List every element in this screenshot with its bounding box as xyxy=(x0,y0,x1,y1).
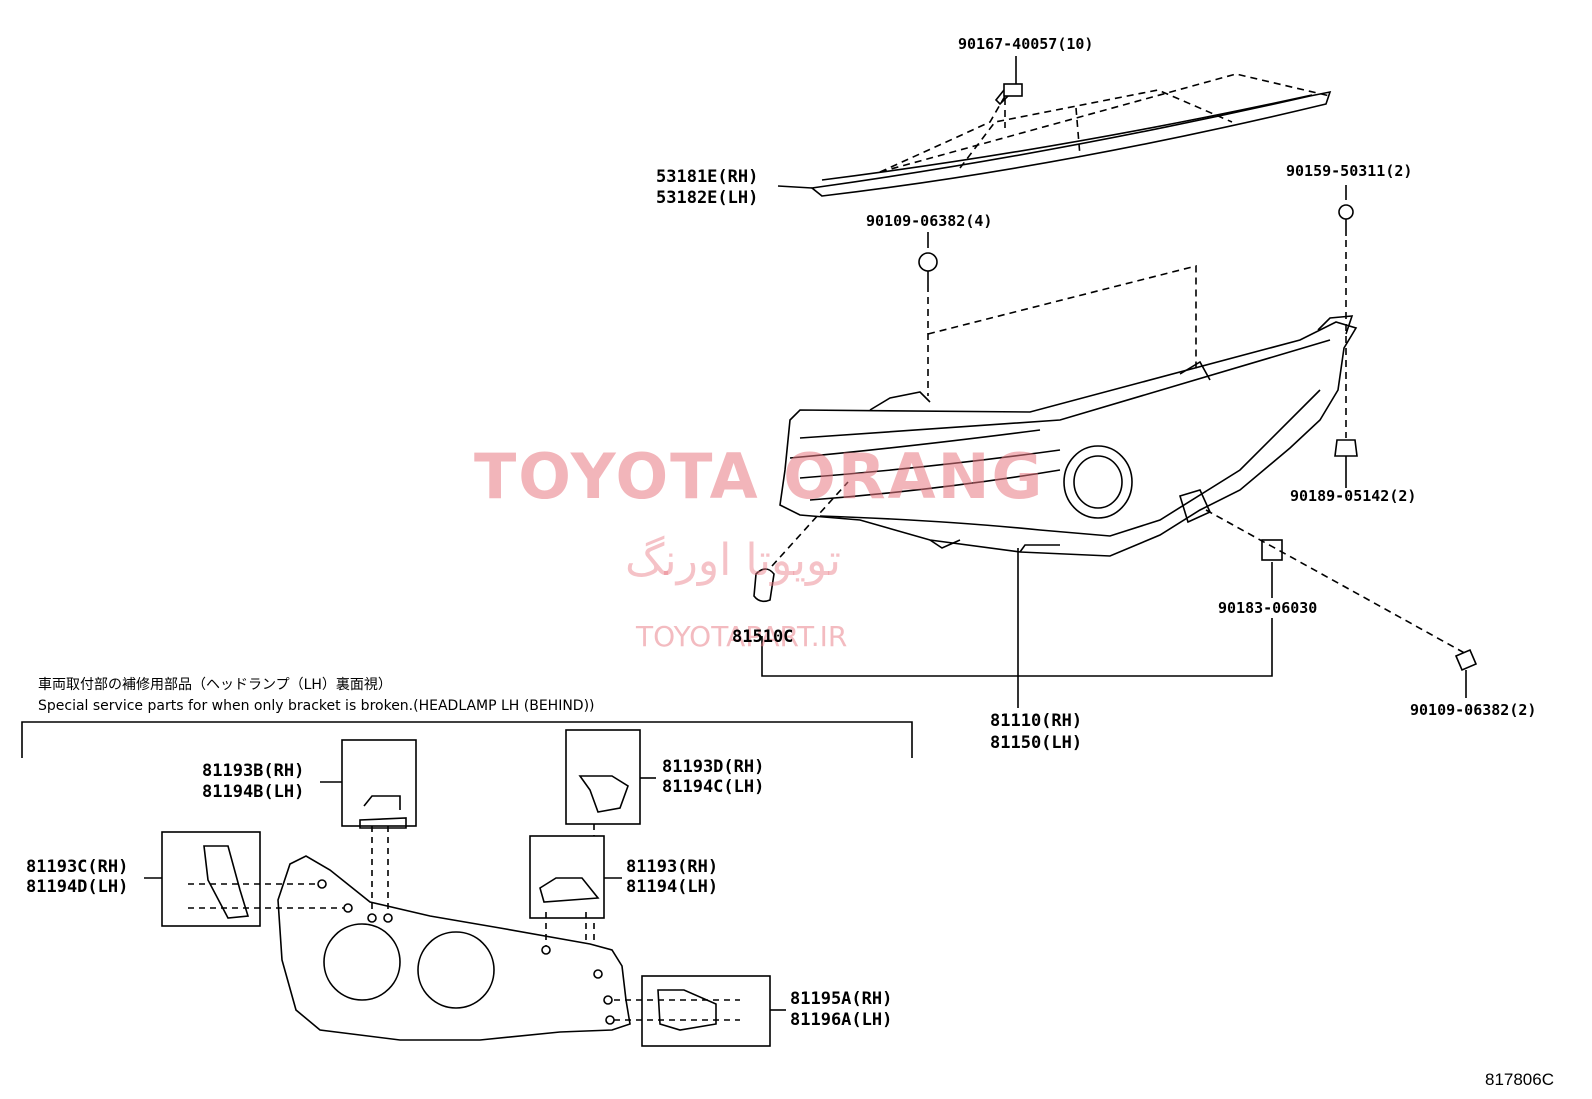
bracket-leaders xyxy=(144,777,786,1011)
label-headlamp-lh: 81150(LH) xyxy=(990,733,1083,753)
bracket-note-en: Special service parts for when only brac… xyxy=(38,698,595,714)
label-c-lh: 81194D(LH) xyxy=(26,877,129,897)
label-screw-right-top: 90159-50311(2) xyxy=(1286,162,1413,180)
box-base xyxy=(529,835,605,979)
watermark-site: TOYOTAPART.IR xyxy=(636,620,848,653)
label-d-rh: 81193D(RH) xyxy=(662,757,765,777)
label-screw-right-bottom: 90109-06382(2) xyxy=(1410,701,1537,719)
bracket-section-frame xyxy=(21,721,913,758)
label-bolt-top: 90167-40057(10) xyxy=(958,35,1094,53)
headlamp-leader xyxy=(761,548,1273,708)
box-c xyxy=(161,831,353,927)
bracket-lamp-body xyxy=(277,855,631,1041)
label-d-lh: 81194C(LH) xyxy=(662,777,765,797)
illustration-number: 817806C xyxy=(1484,1070,1554,1089)
label-a-lh: 81196A(LH) xyxy=(790,1010,893,1030)
box-b xyxy=(341,739,417,923)
label-headlamp-rh: 81110(RH) xyxy=(990,711,1083,731)
watermark-title: TOYOTA ORANG xyxy=(474,440,1045,513)
garnish-strip xyxy=(777,73,1332,197)
headlamp-assembly xyxy=(779,315,1358,557)
box-d xyxy=(565,729,641,940)
label-nut-right: 90183-06030 xyxy=(1218,599,1318,617)
label-base-rh: 81193(RH) xyxy=(626,857,719,877)
bracket-note-jp: 車両取付部の補修用部品（ヘッドランプ（LH）裏面視） xyxy=(38,677,392,693)
watermark-farsi: تویوتا اورنگ xyxy=(625,535,841,586)
label-a-rh: 81195A(RH) xyxy=(790,989,893,1009)
bolt-top-icon xyxy=(994,56,1023,128)
label-socket: 81510C xyxy=(732,627,794,647)
screw-bottom-right-icon xyxy=(1454,648,1478,698)
label-base-lh: 81194(LH) xyxy=(626,877,719,897)
label-screw-mid: 90109-06382(4) xyxy=(866,212,993,230)
box-a xyxy=(603,975,771,1047)
screw-right-icon xyxy=(1334,185,1358,488)
socket-icon xyxy=(753,481,849,603)
label-clip-right: 90189-05142(2) xyxy=(1290,487,1417,505)
label-garnish-lh: 53182E(LH) xyxy=(656,188,759,208)
label-c-rh: 81193C(RH) xyxy=(26,857,129,877)
label-garnish-rh: 53181E(RH) xyxy=(656,167,759,187)
nut-icon xyxy=(1205,509,1471,657)
label-b-rh: 81193B(RH) xyxy=(202,761,305,781)
screw-mid-icon xyxy=(918,232,1197,396)
label-b-lh: 81194B(LH) xyxy=(202,782,305,802)
